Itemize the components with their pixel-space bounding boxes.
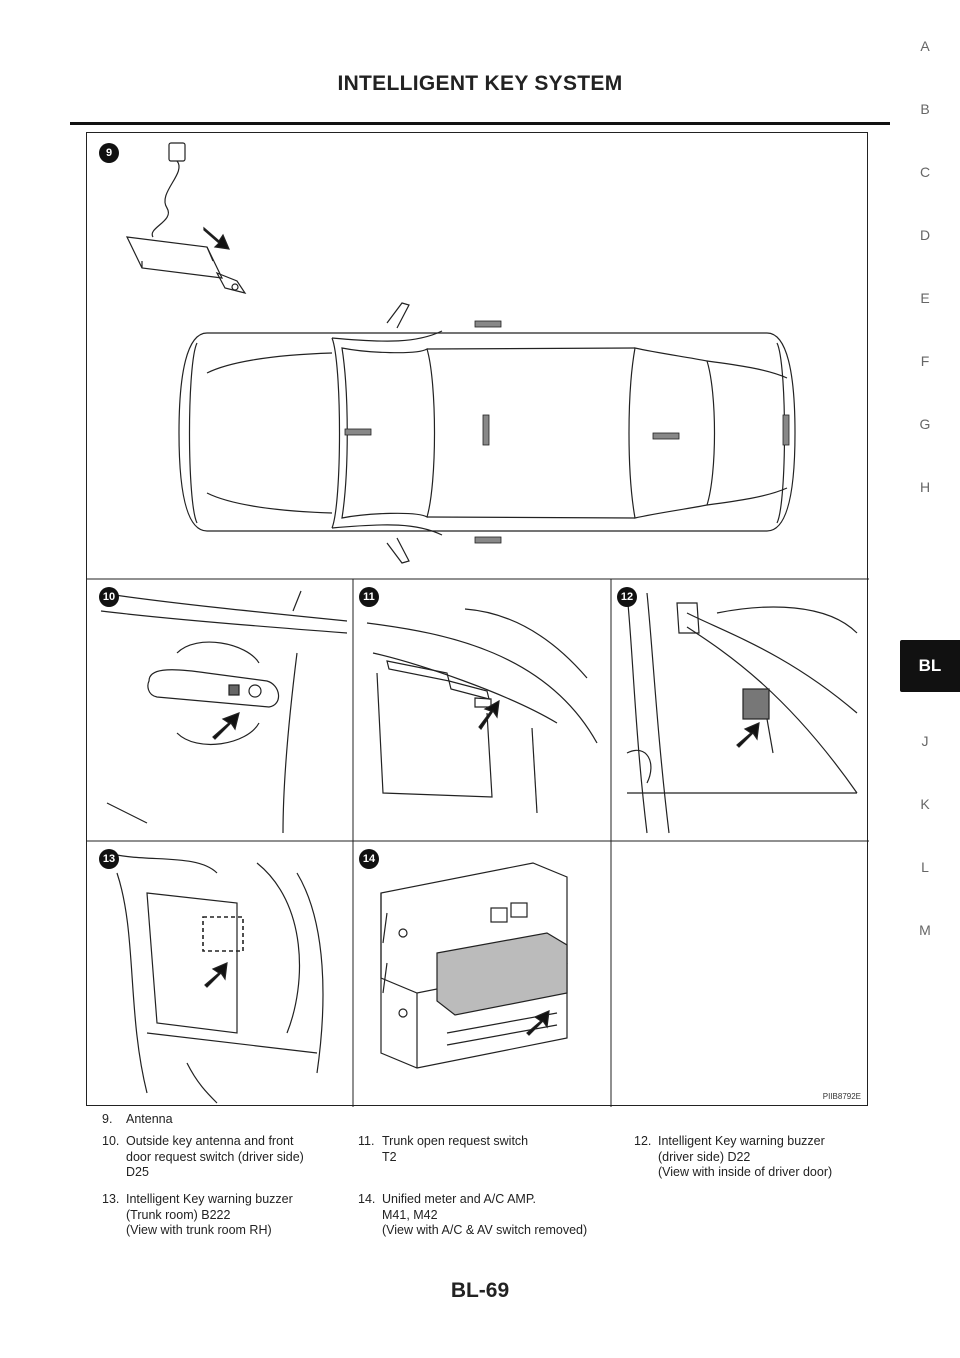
trunk-illustration <box>366 608 598 814</box>
vehicle-top-view <box>178 302 796 564</box>
caption-text: Trunk open request switch T2 <box>382 1134 529 1164</box>
door-interior-illustration <box>626 592 858 834</box>
page-title: INTELLIGENT KEY SYSTEM <box>337 72 623 95</box>
ac-amp-unit-illustration <box>380 862 568 1069</box>
caption-number: 9. <box>102 1112 113 1126</box>
arrow-icon <box>526 1010 550 1036</box>
caption-text: Antenna <box>126 1112 173 1126</box>
panel-number-14: 14 <box>359 849 379 869</box>
arrow-icon <box>478 699 500 730</box>
section-index: A B C D E F G H BL J K L M <box>890 0 960 1358</box>
caption-9: 9. Antenna <box>102 1112 342 1128</box>
caption-11: 11. Trunk open request switch T2 <box>358 1134 608 1184</box>
caption-10: 10. Outside key antenna and front door r… <box>102 1134 352 1184</box>
index-tab-e[interactable]: E <box>920 290 930 306</box>
index-tab-a[interactable]: A <box>920 38 930 54</box>
index-tab-l[interactable]: L <box>921 859 929 875</box>
caption-number: 10. <box>102 1134 120 1148</box>
caption-number: 12. <box>634 1134 652 1148</box>
caption-13: 13. Intelligent Key warning buzzer (Trun… <box>102 1192 352 1242</box>
index-tab-g[interactable]: G <box>919 416 931 432</box>
arrow-icon <box>736 722 760 748</box>
arrow-icon <box>212 712 240 740</box>
trunk-room-illustration <box>106 852 324 1104</box>
figure-drawing <box>87 142 869 1107</box>
index-tab-k[interactable]: K <box>920 796 930 812</box>
index-tab-j[interactable]: J <box>921 733 929 749</box>
caption-14: 14. Unified meter and A/C AMP. M41, M42 … <box>358 1192 638 1242</box>
caption-12: 12. Intelligent Key warning buzzer (driv… <box>634 1134 874 1184</box>
caption-text: Unified meter and A/C AMP. M41, M42 (Vie… <box>382 1192 588 1237</box>
figure-code: PIIB8792E <box>822 1092 861 1101</box>
component-location-figure: 9 10 11 12 13 14 PIIB8792E <box>86 132 869 1107</box>
arrow-icon <box>203 226 230 250</box>
index-tab-c[interactable]: C <box>919 164 931 180</box>
index-tab-bl-active[interactable]: BL <box>900 640 960 692</box>
door-handle-illustration <box>100 590 348 834</box>
index-tab-h[interactable]: H <box>919 479 931 495</box>
panel-number-13: 13 <box>99 849 119 869</box>
page-number: BL-69 <box>450 1279 510 1302</box>
panel-number-11: 11 <box>359 587 379 607</box>
arrow-icon <box>204 962 228 988</box>
panel-number-12: 12 <box>617 587 637 607</box>
caption-number: 14. <box>358 1192 376 1206</box>
antenna-illustration <box>125 142 247 294</box>
title-rule <box>70 122 890 125</box>
caption-text: Intelligent Key warning buzzer (driver s… <box>658 1134 833 1179</box>
caption-number: 13. <box>102 1192 120 1206</box>
panel-number-9: 9 <box>99 143 119 163</box>
caption-text: Outside key antenna and front door reque… <box>126 1134 304 1179</box>
index-tab-b[interactable]: B <box>920 101 930 117</box>
panel-number-10: 10 <box>99 587 119 607</box>
caption-number: 11. <box>358 1134 375 1148</box>
index-tab-f[interactable]: F <box>920 353 930 369</box>
index-tab-m[interactable]: M <box>919 922 931 938</box>
index-tab-d[interactable]: D <box>919 227 931 243</box>
caption-text: Intelligent Key warning buzzer (Trunk ro… <box>126 1192 293 1237</box>
